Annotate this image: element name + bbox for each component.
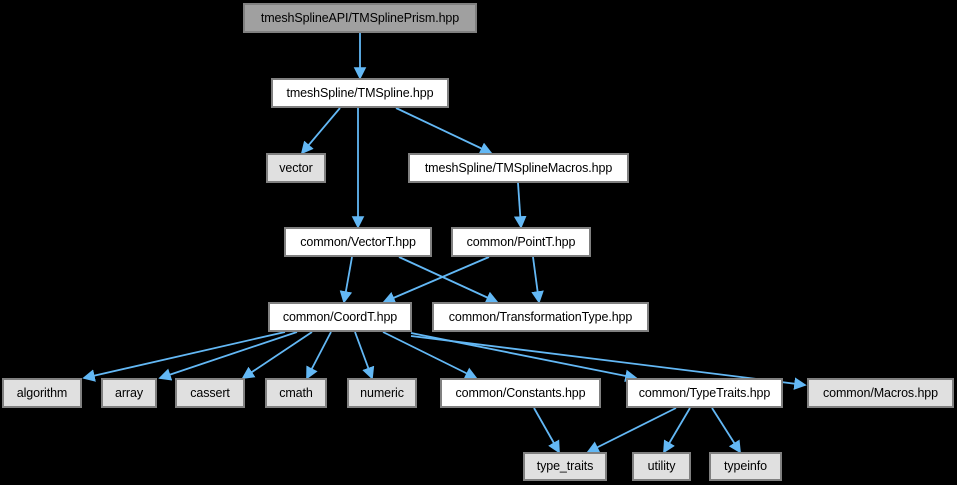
graph-node-pointt[interactable]: common/PointT.hpp [451,227,591,257]
graph-edge-coordt-to-typetraits [410,332,638,383]
graph-node-label: common/Constants.hpp [455,385,586,400]
graph-edge-coordt-to-cmath [306,331,332,380]
graph-node-label: common/VectorT.hpp [300,234,416,249]
graph-node-label: utility [647,459,676,474]
graph-node-coordt[interactable]: common/CoordT.hpp [268,302,412,332]
graph-node-label: cassert [190,385,230,400]
graph-edge-macrosh-to-pointt [513,182,527,229]
graph-node-tmspline[interactable]: tmeshSpline/TMSpline.hpp [271,78,449,108]
graph-edge-typetraits-to-type_traits [586,407,677,453]
graph-edge-coordt-to-macros [410,335,807,390]
graph-node-label: common/TransformationType.hpp [448,309,633,324]
graph-edge-typetraits-to-typeinfo [711,407,741,454]
graph-node-label: type_traits [536,459,594,474]
graph-node-typetraits[interactable]: common/TypeTraits.hpp [626,378,783,408]
graph-node-typeinfo[interactable]: typeinfo [709,452,782,481]
graph-node-label: tmeshSplineAPI/TMSplinePrism.hpp [260,10,460,25]
graph-edge-typetraits-to-utility [663,407,691,454]
graph-edge-constants-to-type_traits [533,407,560,454]
graph-edge-coordt-to-constants [382,331,478,379]
graph-node-prism[interactable]: tmeshSplineAPI/TMSplinePrism.hpp [243,3,477,33]
graph-node-label: tmeshSpline/TMSplineMacros.hpp [424,160,613,175]
graph-node-algorithm[interactable]: algorithm [2,378,82,408]
graph-node-label: vector [279,160,313,175]
graph-edge-tmspline-to-vector [300,107,341,155]
graph-node-label: numeric [360,385,404,400]
graph-edge-coordt-to-algorithm [82,331,286,382]
graph-node-label: array [115,385,143,400]
graph-edge-vectort-to-coordt [339,256,353,304]
graph-node-array[interactable]: array [101,378,157,408]
graph-node-label: algorithm [16,385,68,400]
graph-edge-vectort-to-transform [398,256,499,304]
graph-node-type_traits[interactable]: type_traits [523,452,607,481]
graph-node-vector[interactable]: vector [266,153,326,183]
graph-node-label: common/PointT.hpp [466,234,576,249]
graph-edge-coordt-to-array [158,331,298,381]
graph-node-transform[interactable]: common/TransformationType.hpp [432,302,649,332]
graph-edge-pointt-to-transform [531,256,544,304]
graph-node-macros[interactable]: common/Macros.hpp [807,378,954,408]
graph-node-label: common/TypeTraits.hpp [638,385,771,400]
graph-node-vectort[interactable]: common/VectorT.hpp [284,227,432,257]
graph-edge-coordt-to-cassert [241,331,313,379]
graph-node-macrosh[interactable]: tmeshSpline/TMSplineMacros.hpp [408,153,629,183]
graph-node-constants[interactable]: common/Constants.hpp [440,378,601,408]
graph-node-cmath[interactable]: cmath [265,378,327,408]
graph-node-utility[interactable]: utility [632,452,691,481]
graph-node-label: tmeshSpline/TMSpline.hpp [286,85,434,100]
graph-node-label: typeinfo [724,459,767,474]
graph-node-label: cmath [279,385,313,400]
graph-node-numeric[interactable]: numeric [347,378,417,408]
graph-node-cassert[interactable]: cassert [175,378,245,408]
graph-edge-pointt-to-coordt [382,256,490,304]
graph-edge-tmspline-to-macrosh [395,107,493,155]
graph-node-label: common/Macros.hpp [822,385,938,400]
graph-edge-coordt-to-numeric [354,331,375,380]
graph-node-label: common/CoordT.hpp [282,309,398,324]
